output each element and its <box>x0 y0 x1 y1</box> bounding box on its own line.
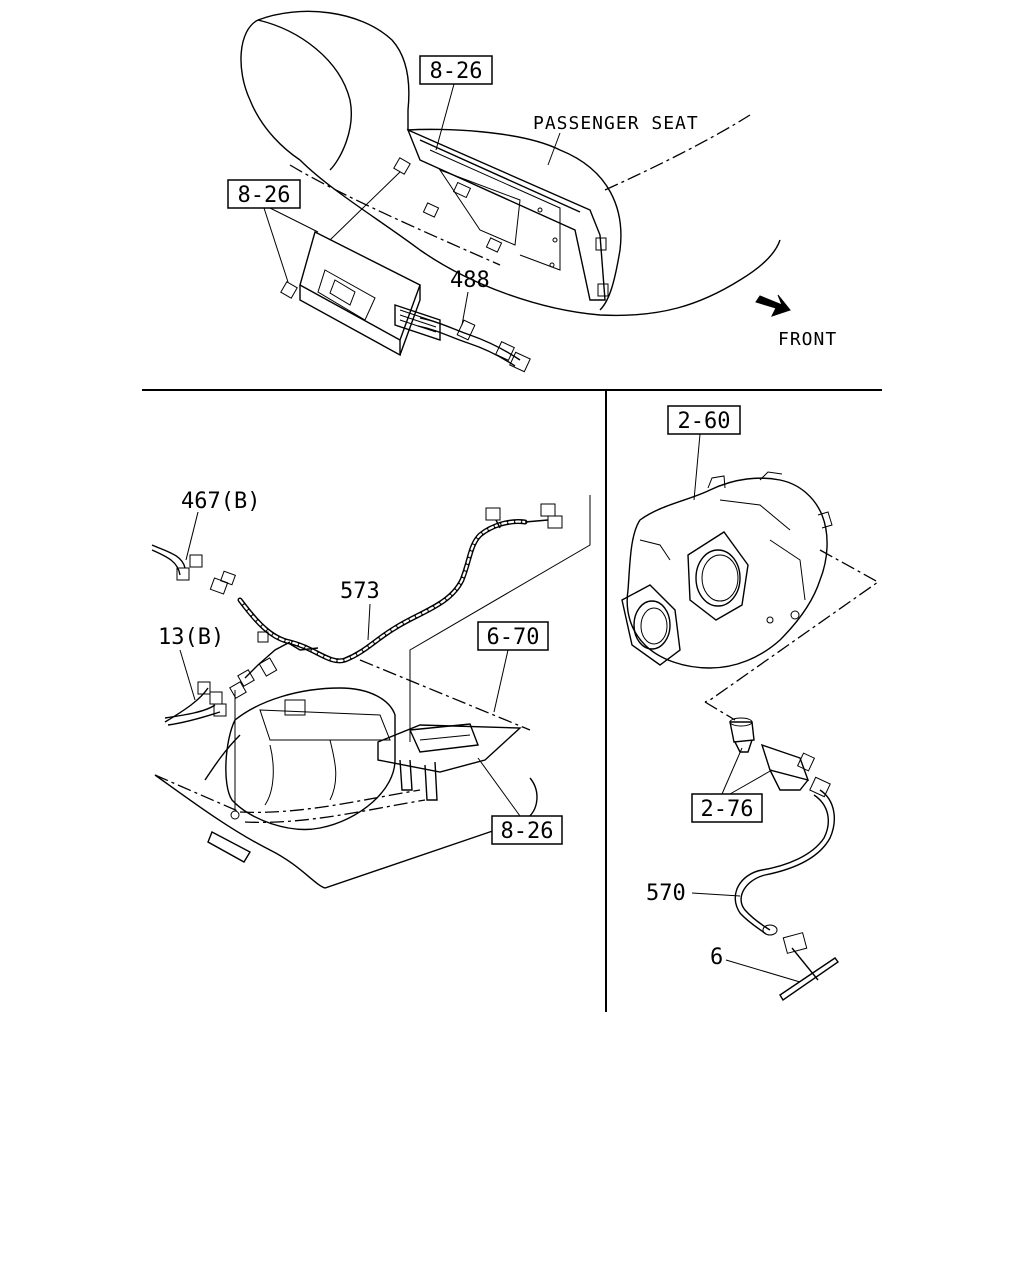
label-part-570: 570 <box>646 881 686 906</box>
transmission-assembly <box>621 471 880 721</box>
speed-sensor <box>729 717 816 791</box>
harness-570 <box>734 776 839 1002</box>
label-passenger-seat: PASSENGER SEAT <box>533 113 699 134</box>
label-part-573: 573 <box>340 579 380 604</box>
harness-488 <box>417 317 531 373</box>
label-ref-8-26-left: 8-26 <box>238 183 291 208</box>
harness-13b <box>164 681 227 726</box>
label-ref-8-26-bottom: 8-26 <box>501 819 554 844</box>
lower-right-labels: 2-60 2-76 570 6 <box>646 405 801 983</box>
harness-573 <box>209 495 591 742</box>
label-part-6: 6 <box>710 945 723 970</box>
fuel-tank-assembly <box>154 659 538 889</box>
label-part-13b: 13(B) <box>158 625 224 650</box>
seat-assembly <box>240 10 781 317</box>
label-ref-2-60: 2-60 <box>678 409 731 434</box>
lower-left-labels: 467(B) 573 13(B) 6-70 8-26 <box>158 489 563 845</box>
label-ref-8-26-top: 8-26 <box>430 59 483 84</box>
label-ref-6-70: 6-70 <box>487 625 540 650</box>
label-part-488: 488 <box>450 268 490 293</box>
label-ref-2-76: 2-76 <box>701 797 754 822</box>
harness-467b <box>151 544 203 581</box>
label-part-467b: 467(B) <box>181 489 260 514</box>
label-front: FRONT <box>778 329 837 350</box>
panel-dividers <box>142 389 882 1012</box>
front-arrow-icon <box>755 294 791 317</box>
control-unit <box>280 230 441 357</box>
top-labels: 8-26 PASSENGER SEAT 8-26 488 FRONT <box>227 55 837 350</box>
